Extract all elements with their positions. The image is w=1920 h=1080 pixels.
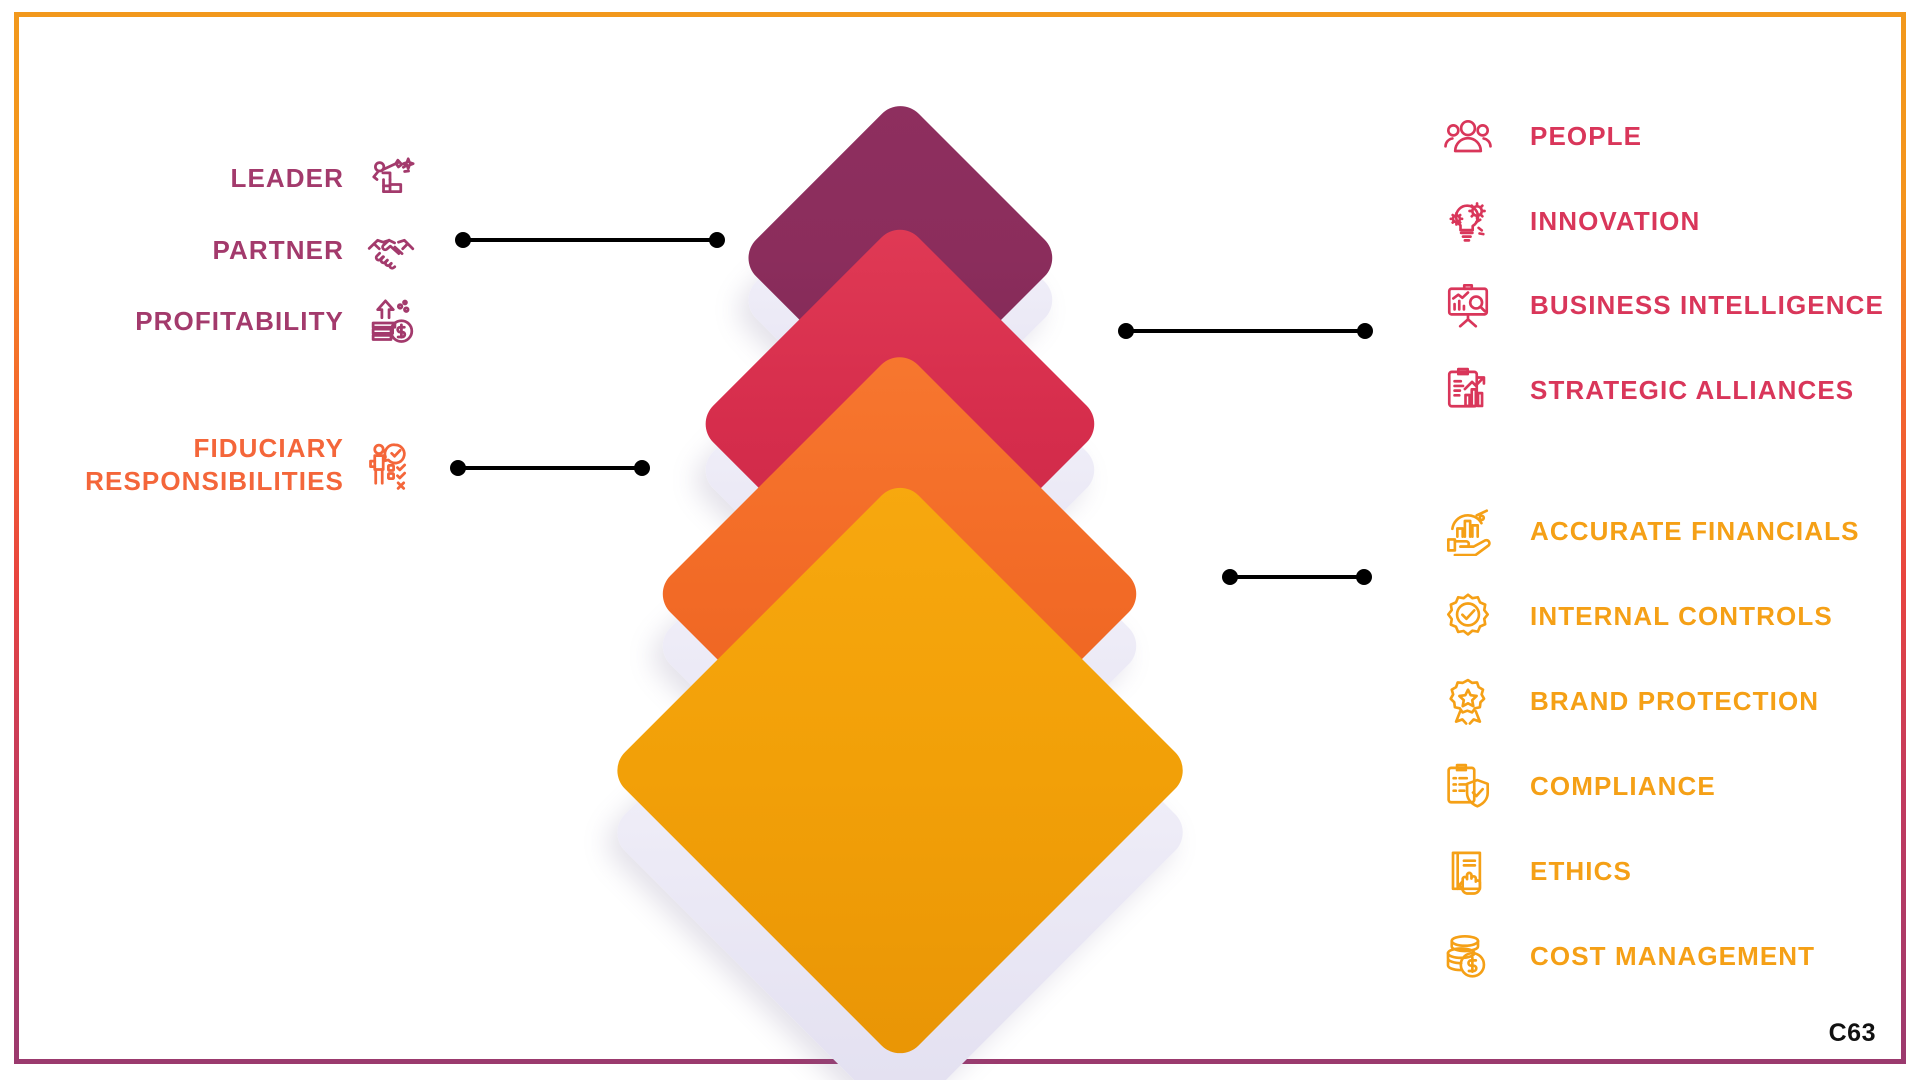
lightbulb-gears-icon [1440, 193, 1496, 249]
connector-amber-layer-to-right [1222, 569, 1372, 585]
right-item-people: PEOPLE [1440, 108, 1642, 164]
right-item-label: ETHICS [1530, 855, 1632, 886]
handshake-icon [362, 222, 420, 280]
connector-line [458, 466, 642, 470]
right-item-business-intelligence: BUSINESS INTELLIGENCE [1440, 277, 1884, 333]
connector-dot-left [450, 460, 466, 476]
right-item-label: BUSINESS INTELLIGENCE [1530, 289, 1884, 320]
pyramid-layer-base-top-face [606, 476, 1194, 1064]
pyramid-layer-base [606, 476, 1194, 1080]
gear-check-icon [1440, 588, 1496, 644]
right-item-brand-protection: BRAND PROTECTION [1440, 673, 1819, 729]
connector-crimson-layer-to-right [1118, 323, 1373, 339]
right-item-accurate-financials: ACCURATE FINANCIALS [1440, 503, 1860, 559]
connector-line [463, 238, 717, 242]
connector-dot-left [455, 232, 471, 248]
border-top [14, 12, 1906, 17]
left-item-profitability: PROFITABILITY [0, 293, 420, 351]
connector-dot-right [634, 460, 650, 476]
left-item-leader: LEADER [0, 150, 420, 208]
fiduciary-checklist-icon [362, 436, 420, 494]
right-item-label: ACCURATE FINANCIALS [1530, 515, 1860, 546]
connector-dot-right [709, 232, 725, 248]
connector-partner-to-top-layer [455, 232, 725, 248]
right-item-innovation: INNOVATION [1440, 193, 1700, 249]
right-item-label: BRAND PROTECTION [1530, 685, 1820, 716]
right-item-compliance: COMPLIANCE [1440, 758, 1716, 814]
left-item-label: LEADER [230, 163, 344, 194]
hand-chart-icon [1440, 503, 1496, 559]
chart-search-board-icon [1440, 277, 1496, 333]
people-group-icon [1440, 108, 1496, 164]
right-item-label: COST MANAGEMENT [1530, 940, 1816, 971]
border-right [1901, 12, 1906, 1064]
left-item-label: FIDUCIARY RESPONSIBILITIES [85, 433, 344, 497]
right-item-label: INNOVATION [1530, 205, 1701, 236]
book-hand-icon [1440, 843, 1496, 899]
coins-dollar-icon [1440, 928, 1496, 984]
leader-telescope-icon [362, 150, 420, 208]
connector-dot-left [1222, 569, 1238, 585]
connector-line [1230, 575, 1364, 579]
right-item-label: INTERNAL CONTROLS [1530, 600, 1833, 631]
connector-dot-left [1118, 323, 1134, 339]
clipboard-shield-icon [1440, 758, 1496, 814]
connector-dot-right [1356, 569, 1372, 585]
connector-fiduciary-to-orange-layer [450, 460, 650, 476]
right-item-internal-controls: INTERNAL CONTROLS [1440, 588, 1833, 644]
left-item-label: PROFITABILITY [135, 306, 344, 337]
layered-pyramid-diagram [590, 94, 1210, 1080]
clipboard-growth-icon [1440, 362, 1496, 418]
right-item-strategic-alliances: STRATEGIC ALLIANCES [1440, 362, 1854, 418]
right-item-label: PEOPLE [1530, 120, 1643, 151]
left-item-fiduciary-responsibilities: FIDUCIARY RESPONSIBILITIES [0, 432, 420, 499]
right-item-label: COMPLIANCE [1530, 770, 1716, 801]
right-item-label: STRATEGIC ALLIANCES [1530, 374, 1855, 405]
connector-line [1126, 329, 1365, 333]
connector-dot-right [1357, 323, 1373, 339]
left-item-partner: PARTNER [0, 222, 420, 280]
profit-growth-coin-icon [362, 293, 420, 351]
right-item-ethics: ETHICS [1440, 843, 1632, 899]
left-item-label: PARTNER [212, 235, 344, 266]
right-item-cost-management: COST MANAGEMENT [1440, 928, 1815, 984]
award-star-icon [1440, 673, 1496, 729]
slide-corner-code: C63 [1828, 1019, 1876, 1047]
